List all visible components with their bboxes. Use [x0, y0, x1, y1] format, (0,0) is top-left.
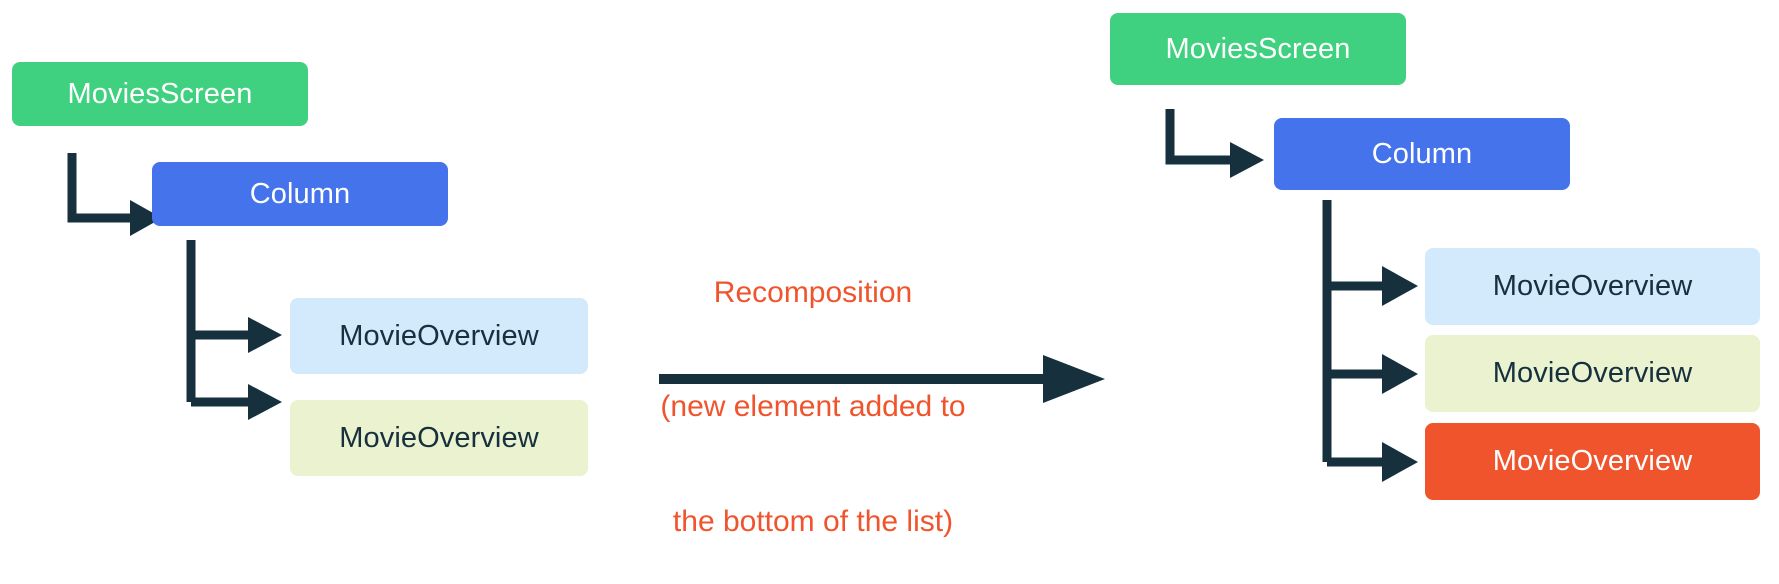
right-node-movie-overview-2: MovieOverview	[1425, 335, 1760, 412]
left-node-movies-screen: MoviesScreen	[12, 62, 308, 126]
right-node-movies-screen-label: MoviesScreen	[1165, 32, 1351, 65]
left-connector-column-to-children	[186, 240, 282, 420]
recomposition-caption: Recomposition (new element added to the …	[638, 198, 988, 584]
recomposition-caption-line-2: (new element added to	[660, 390, 966, 424]
right-connector-column-to-children	[1322, 200, 1418, 482]
left-node-column-label: Column	[249, 177, 351, 210]
right-node-movies-screen: MoviesScreen	[1110, 13, 1406, 85]
right-node-movie-overview-1-label: MovieOverview	[1492, 270, 1693, 302]
left-node-movie-overview-2-label: MovieOverview	[339, 421, 539, 454]
right-node-movie-overview-2-label: MovieOverview	[1492, 357, 1693, 389]
right-node-movie-overview-3: MovieOverview	[1425, 423, 1760, 500]
right-node-column: Column	[1274, 118, 1570, 190]
left-node-movie-overview-1-label: MovieOverview	[339, 319, 539, 352]
left-node-movie-overview-2: MovieOverview	[290, 400, 588, 476]
left-node-movie-overview-1: MovieOverview	[290, 298, 588, 374]
right-node-movie-overview-3-label: MovieOverview	[1492, 445, 1693, 477]
recomposition-caption-line-1: Recomposition	[713, 276, 913, 310]
right-connector-root-to-column	[1165, 109, 1264, 178]
right-node-column-label: Column	[1371, 137, 1473, 170]
recomposition-caption-line-3: the bottom of the list)	[672, 504, 954, 538]
left-node-column: Column	[152, 162, 448, 226]
left-node-movies-screen-label: MoviesScreen	[67, 77, 253, 110]
right-node-movie-overview-1: MovieOverview	[1425, 248, 1760, 325]
